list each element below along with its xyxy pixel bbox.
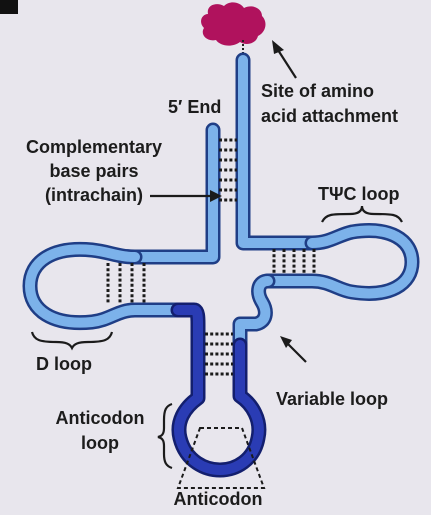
- anticodon-loop-label-line2: loop: [81, 433, 119, 453]
- site-label-line1: Site of amino: [261, 81, 374, 101]
- variable-loop: [235, 276, 273, 350]
- complementary-label-line2: base pairs: [49, 161, 138, 181]
- site-label-line2: acid attachment: [261, 106, 398, 126]
- tpsic-bracket: [321, 205, 403, 223]
- tpsic-stem-pairs: [272, 249, 316, 275]
- anticodon-arm: [173, 305, 264, 475]
- anticodon-loop-bracket: [157, 402, 173, 470]
- variable-loop-arrow: [280, 336, 307, 363]
- d-loop-label: D loop: [36, 354, 92, 374]
- complementary-label-line1: Complementary: [26, 137, 162, 157]
- tpsic-loop: [263, 225, 417, 299]
- acceptor-stem-pairs: [219, 138, 237, 202]
- complementary-arrow: [150, 190, 222, 202]
- amino-acid-blob: [201, 2, 266, 46]
- d-loop-bracket: [30, 331, 114, 351]
- variable-loop-label: Variable loop: [276, 389, 388, 409]
- site-arrow: [272, 40, 297, 79]
- d-stem-pairs: [106, 263, 146, 303]
- anticodon-stem-pairs: [205, 332, 233, 376]
- acceptor-strand-5prime: [130, 125, 218, 262]
- acceptor-strand-3prime: [238, 55, 317, 248]
- corner-tab: [0, 0, 18, 14]
- d-loop: [25, 244, 183, 328]
- complementary-label-line3: (intrachain): [45, 185, 143, 205]
- tpsic-loop-label: TΨC loop: [318, 184, 400, 204]
- anticodon-marker: [176, 427, 266, 489]
- five-prime-end-label: 5′ End: [168, 97, 221, 117]
- anticodon-label: Anticodon: [174, 489, 263, 509]
- anticodon-loop-label-line1: Anticodon: [56, 408, 145, 428]
